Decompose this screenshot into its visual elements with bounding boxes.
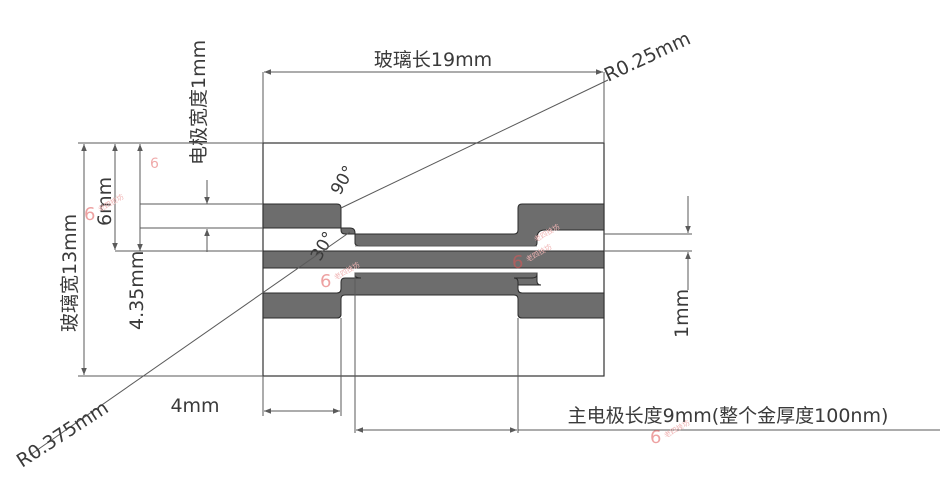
lower-electrode-body <box>262 272 605 319</box>
r-top-label: R0.25mm <box>601 27 694 86</box>
main-electrode-label: 主电极长度9mm(整个金厚度100nm) <box>568 405 889 427</box>
upper-electrode <box>262 203 605 247</box>
dim-4mm-label: 4mm <box>170 395 219 417</box>
watermark-logo-icon: 6 <box>512 252 523 273</box>
watermark-2: 6 <box>320 271 331 292</box>
r-top-leader <box>340 79 609 209</box>
watermark-logo-icon: 6 <box>320 271 331 292</box>
watermark-logo-icon: 6 <box>650 427 661 448</box>
watermark-3: 6 <box>512 252 523 273</box>
middle-electrode <box>262 250 605 269</box>
dim-6mm-label: 6mm <box>94 177 116 226</box>
r-bottom-label: R0.375mm <box>13 397 113 472</box>
electrode-width-label: 电极宽度1mm <box>188 40 210 165</box>
watermark-logo-icon: 6 <box>150 156 159 172</box>
watermark-5: 6 <box>150 156 159 172</box>
r-bottom-leader <box>29 231 351 456</box>
glass-length-label: 玻璃长19mm <box>374 49 492 71</box>
watermark-logo-icon: 6 <box>84 204 95 225</box>
watermark-1: 6 <box>84 204 95 225</box>
watermark-4: 6 <box>650 427 661 448</box>
glass-width-label: 玻璃宽13mm <box>59 214 81 332</box>
dim-435-label: 4.35mm <box>126 251 148 330</box>
dim-1mm-label: 1mm <box>671 289 693 338</box>
